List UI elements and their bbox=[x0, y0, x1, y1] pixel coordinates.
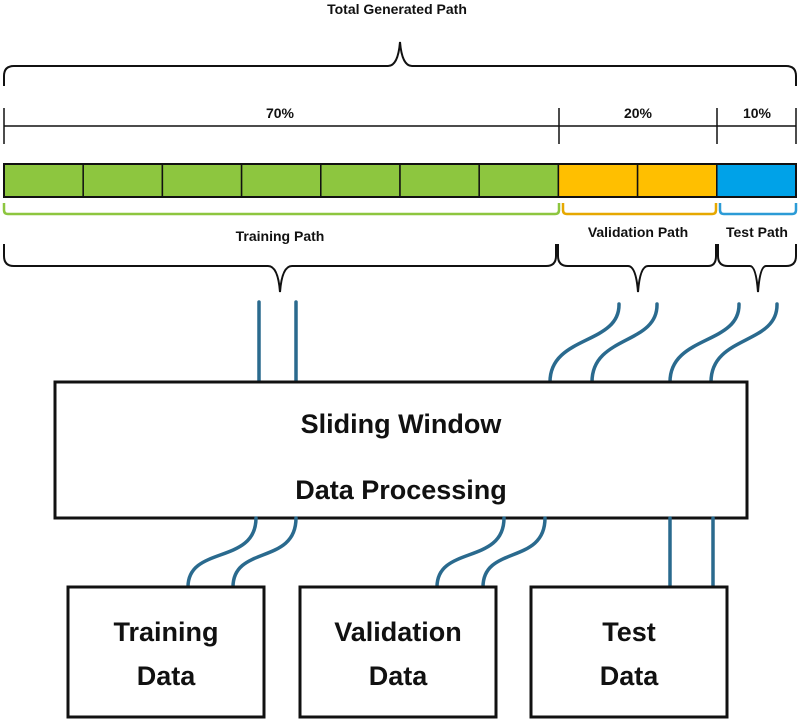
training-path-brace bbox=[3, 244, 557, 293]
test-wire-in-2 bbox=[709, 302, 779, 384]
split-label-test: 10% bbox=[743, 105, 772, 121]
training-bar-segment bbox=[240, 163, 322, 198]
validation-path-brace bbox=[557, 244, 717, 293]
validation-wire-in-2 bbox=[590, 302, 659, 384]
validation-bar-segment bbox=[557, 163, 639, 198]
validation-data-line-2: Data bbox=[369, 661, 429, 691]
total-path-label: Total Generated Path bbox=[327, 1, 467, 17]
bar-outline bbox=[3, 163, 797, 198]
training-bar-segment bbox=[161, 163, 243, 198]
validation-data-line-1: Validation bbox=[334, 617, 462, 647]
training-bracket bbox=[2, 203, 561, 216]
test-path-label: Test Path bbox=[726, 224, 788, 240]
training-bar-segment bbox=[320, 163, 401, 198]
training-bar-segment bbox=[478, 163, 560, 198]
test-path-brace bbox=[717, 244, 797, 293]
processing-line-1: Sliding Window bbox=[301, 409, 503, 439]
training-data-line-2: Data bbox=[137, 661, 197, 691]
split-label-validation: 20% bbox=[624, 105, 653, 121]
test-wire-in-1 bbox=[668, 302, 741, 384]
training-bar-segment bbox=[3, 163, 84, 198]
test-bracket bbox=[718, 203, 798, 216]
processing-line-2: Data Processing bbox=[295, 475, 507, 505]
test-data-line-1: Test bbox=[602, 617, 656, 647]
training-bar-segment bbox=[82, 163, 164, 198]
split-label-training: 70% bbox=[266, 105, 295, 121]
validation-path-label: Validation Path bbox=[588, 224, 688, 240]
test-data-box bbox=[529, 585, 729, 719]
training-bar-segment bbox=[399, 163, 480, 198]
segmented-path-bar bbox=[3, 163, 797, 198]
training-data-box bbox=[66, 585, 266, 719]
test-data-line-2: Data bbox=[600, 661, 660, 691]
sliding-window-box bbox=[53, 380, 749, 520]
training-wire-out-1 bbox=[186, 516, 258, 589]
validation-bar-segment bbox=[636, 163, 718, 198]
total-path-brace bbox=[3, 41, 797, 86]
training-data-line-1: Training bbox=[113, 617, 218, 647]
training-wire-out-2 bbox=[231, 516, 298, 589]
validation-wire-out-2 bbox=[481, 516, 547, 589]
validation-bracket bbox=[561, 203, 718, 216]
training-path-label: Training Path bbox=[236, 228, 325, 244]
validation-wire-in-1 bbox=[548, 302, 621, 384]
validation-wire-out-1 bbox=[435, 516, 506, 589]
validation-data-box bbox=[298, 585, 498, 719]
test-bar-segment bbox=[716, 163, 797, 198]
